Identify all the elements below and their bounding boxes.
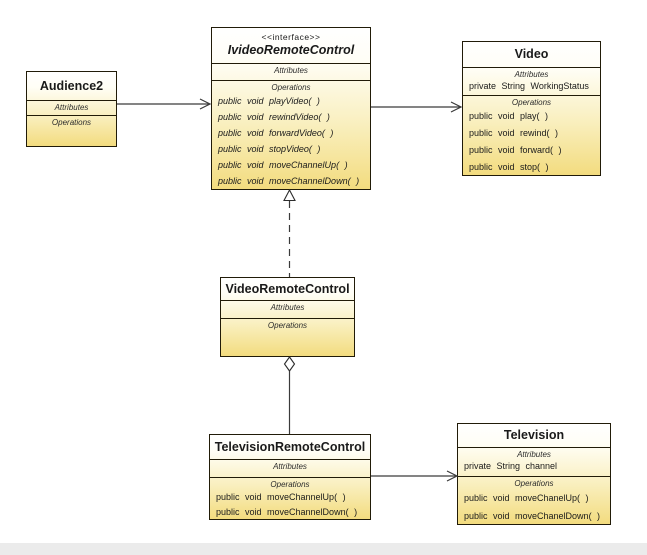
class-box-video[interactable]: Video Attributes private String WorkingS… xyxy=(462,41,601,176)
attributes-label: Attributes xyxy=(274,66,308,75)
operation-row: public void moveChannelUp( ) xyxy=(216,492,346,502)
operation-row: public void playVideo( ) xyxy=(218,96,320,106)
operations-label: Operations xyxy=(271,83,311,92)
operation-row: public void forward( ) xyxy=(469,144,562,155)
operation-row: public void moveChanelDown( ) xyxy=(464,510,601,521)
operations-compartment-audience2: Operations xyxy=(27,115,116,146)
association-audience2-to-ivideoremotecontrol[interactable] xyxy=(117,97,212,111)
class-box-television[interactable]: Television Attributes private String cha… xyxy=(457,423,611,525)
attributes-label: Attributes xyxy=(273,462,307,472)
operations-label: Operations xyxy=(514,478,554,488)
operation-row: public void moveChannelUp( ) xyxy=(218,160,348,170)
operations-compartment-televisionremotecontrol: Operations public void moveChannelUp( ) … xyxy=(210,477,370,519)
attributes-label: Attributes xyxy=(514,69,549,79)
attributes-compartment-audience2: Attributes xyxy=(27,100,116,115)
class-title-audience2: Audience2 xyxy=(39,78,104,93)
class-box-ivideoremotecontrol[interactable]: <<interface>> IvideoRemoteControl Attrib… xyxy=(211,27,371,190)
class-title-televisionremotecontrol: TelevisionRemoteControl xyxy=(214,440,366,455)
window-bottom-edge xyxy=(0,543,647,555)
operation-row: public void moveChanelUp( ) xyxy=(464,492,589,503)
operations-label: Operations xyxy=(267,321,308,330)
operations-compartment-video: Operations public void play( ) public vo… xyxy=(463,94,600,175)
attributes-label: Attributes xyxy=(517,449,551,459)
operation-row: public void moveChannelDown( ) xyxy=(216,507,358,517)
interface-name: IvideoRemoteControl xyxy=(227,43,355,58)
operations-compartment-ivideoremotecontrol: Operations public void playVideo( ) publ… xyxy=(212,80,370,189)
operations-compartment-television: Operations public void moveChanelUp( ) p… xyxy=(458,475,610,524)
hollow-triangle-arrowhead-icon xyxy=(283,188,296,202)
attributes-compartment-televisionremotecontrol: Attributes xyxy=(210,459,370,477)
operation-row: public void rewind( ) xyxy=(469,127,559,138)
attributes-compartment-ivideoremotecontrol: Attributes xyxy=(212,63,370,80)
attribute-row: private String WorkingStatus xyxy=(469,80,589,91)
operations-label: Operations xyxy=(51,118,92,127)
open-arrowhead-icon xyxy=(199,98,212,110)
attributes-compartment-videoremotecontrol: Attributes xyxy=(221,300,354,318)
attributes-label: Attributes xyxy=(270,303,305,312)
attributes-label: Attributes xyxy=(54,103,89,112)
association-ivideoremotecontrol-to-video[interactable] xyxy=(371,100,463,114)
attributes-compartment-video: Attributes private String WorkingStatus xyxy=(463,66,600,95)
class-title-videoremotecontrol: VideoRemoteControl xyxy=(225,281,350,296)
operation-row: public void forwardVideo( ) xyxy=(218,128,334,138)
operation-row: public void stop( ) xyxy=(469,161,549,172)
operations-label: Operations xyxy=(270,480,310,489)
operation-row: public void stopVideo( ) xyxy=(218,144,321,154)
operations-compartment-videoremotecontrol: Operations xyxy=(221,318,354,356)
class-box-audience2[interactable]: Audience2 Attributes Operations xyxy=(26,71,117,147)
class-title-television: Television xyxy=(503,428,565,443)
attributes-compartment-television: Attributes private String channel xyxy=(458,446,610,476)
open-arrowhead-icon xyxy=(446,470,459,482)
attribute-row: private String channel xyxy=(464,460,558,471)
operation-row: public void rewindVideo( ) xyxy=(218,112,330,122)
operation-row: public void play( ) xyxy=(469,110,549,121)
operation-row: public void moveChannelDown( ) xyxy=(218,176,360,186)
realization-videoremotecontrol-to-ivideoremotecontrol[interactable] xyxy=(282,188,297,278)
aggregation-videoremotecontrol-to-televisionremotecontrol[interactable] xyxy=(283,356,296,435)
class-title-ivideoremotecontrol: <<interface>> IvideoRemoteControl xyxy=(212,28,370,63)
operations-label: Operations xyxy=(511,97,552,107)
interface-stereotype: <<interface>> xyxy=(261,32,321,43)
class-box-televisionremotecontrol[interactable]: TelevisionRemoteControl Attributes Opera… xyxy=(209,434,371,520)
hollow-diamond-icon xyxy=(283,356,296,372)
class-title-video: Video xyxy=(514,47,549,62)
association-televisionremotecontrol-to-television[interactable] xyxy=(371,469,459,483)
open-arrowhead-icon xyxy=(450,101,463,113)
class-box-videoremotecontrol[interactable]: VideoRemoteControl Attributes Operations xyxy=(220,277,355,357)
